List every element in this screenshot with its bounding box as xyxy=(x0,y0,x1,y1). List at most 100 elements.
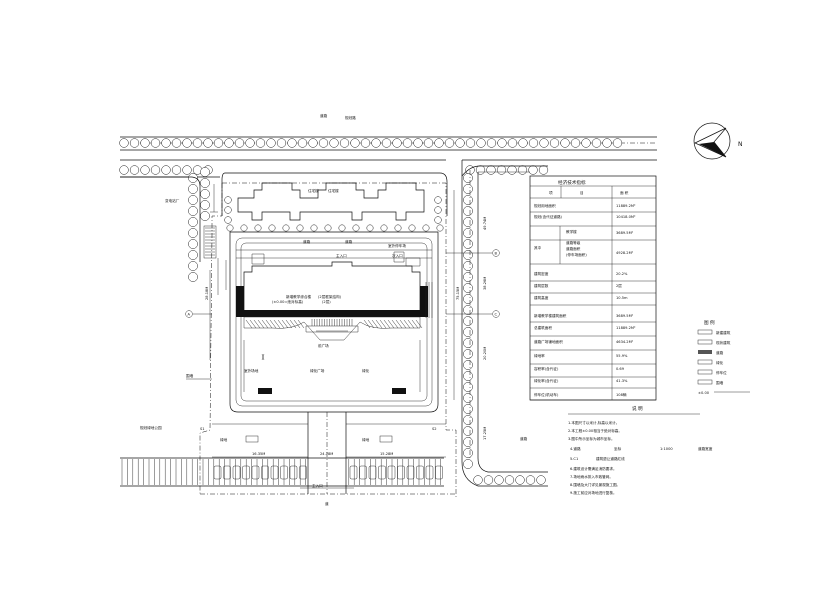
hatch-line xyxy=(265,319,273,329)
tree xyxy=(318,138,329,148)
parking-stalls xyxy=(121,459,443,485)
dimension-lines: 28.18M 75.15M 38.26M 20.20M 49.74M 17.25… xyxy=(205,190,487,440)
tree xyxy=(254,224,262,232)
svg-text:主入口: 主入口 xyxy=(336,253,347,258)
hatch-line xyxy=(277,319,285,329)
tree xyxy=(192,138,203,148)
table-value: 55.9% xyxy=(616,354,628,358)
tree xyxy=(463,404,473,414)
tree xyxy=(494,475,504,485)
tree xyxy=(224,196,232,204)
tree xyxy=(602,138,612,148)
hatch-line xyxy=(269,319,277,329)
tree xyxy=(463,184,473,194)
parked-car xyxy=(242,465,250,480)
tree xyxy=(463,360,473,370)
hatch-line xyxy=(285,319,293,329)
tree xyxy=(188,261,198,271)
tree xyxy=(140,165,150,175)
svg-text:3.图中所示坐标为城市坐标。: 3.图中所示坐标为城市坐标。 xyxy=(568,436,615,441)
svg-text:停车位: 停车位 xyxy=(716,370,727,375)
svg-text:A: A xyxy=(188,312,191,316)
tree xyxy=(413,138,423,148)
tree xyxy=(525,475,536,485)
svg-text:道路广场铺地面积: 道路广场铺地面积 xyxy=(534,339,563,344)
parked-car xyxy=(387,465,396,480)
dim-s1: 16.35M xyxy=(252,452,265,456)
svg-text:室外场地: 室外场地 xyxy=(244,368,259,373)
svg-text:C: C xyxy=(495,312,498,316)
svg-text:室外停车场: 室外停车场 xyxy=(388,243,406,248)
svg-text:新增教学综合楼: 新增教学综合楼 xyxy=(286,294,312,299)
tree xyxy=(473,475,483,485)
main-building: 新增教学综合楼 (2层框架结构) (±0.00=绝对标高) (2层) xyxy=(236,251,428,317)
svg-text:规划绿地公园: 规划绿地公园 xyxy=(140,425,162,430)
gate-label: 主入口 xyxy=(312,483,323,488)
tree xyxy=(224,138,234,148)
tree xyxy=(517,165,528,175)
tree xyxy=(224,216,232,224)
svg-text:绿地: 绿地 xyxy=(362,437,370,442)
tree xyxy=(463,173,473,183)
economic-indicators-table: 经济技术指标 项 目 面 积 规划用地面积 规划(含代征道路) 其中 教学楼 道… xyxy=(529,175,657,401)
hatch-line xyxy=(367,319,375,329)
tree xyxy=(423,138,434,148)
tree xyxy=(182,138,192,148)
svg-text:围墙: 围墙 xyxy=(186,373,194,378)
tree xyxy=(463,338,473,348)
svg-text:规划(含代征道路): 规划(含代征道路) xyxy=(534,214,563,219)
tree xyxy=(392,138,402,148)
hatch-line xyxy=(411,319,419,329)
svg-text:建筑密度: 建筑密度 xyxy=(534,271,549,276)
svg-text:现状建筑: 现状建筑 xyxy=(716,340,731,345)
table-value: 108辆 xyxy=(616,392,627,397)
hatch-line xyxy=(415,319,423,329)
tree xyxy=(296,224,304,232)
tree xyxy=(366,224,374,232)
tree xyxy=(591,138,602,148)
parked-car xyxy=(289,465,298,480)
svg-text:规划用地面积: 规划用地面积 xyxy=(534,203,556,208)
dim-west: 28.18M xyxy=(205,287,209,300)
svg-text:经济技术指标: 经济技术指标 xyxy=(558,179,586,186)
north-arrow: N xyxy=(693,122,743,160)
tree xyxy=(528,165,538,175)
tree xyxy=(245,138,255,148)
tree xyxy=(463,349,473,359)
svg-text:绿化广场: 绿化广场 xyxy=(310,368,325,373)
tree xyxy=(504,475,515,485)
tree xyxy=(226,224,234,232)
tree xyxy=(465,138,476,148)
tree xyxy=(129,165,140,175)
svg-text:坐标: 坐标 xyxy=(614,446,622,451)
dim-s2: 15.28M xyxy=(380,452,393,456)
tree xyxy=(475,165,486,175)
parked-car xyxy=(359,465,367,480)
table-value: 10418.0M² xyxy=(616,215,636,219)
hatch-line xyxy=(253,319,261,329)
tree xyxy=(463,426,473,436)
svg-text:住宅楼: 住宅楼 xyxy=(328,188,339,193)
tree xyxy=(422,224,430,232)
svg-text:总建筑面积: 总建筑面积 xyxy=(534,325,552,330)
tree xyxy=(463,195,473,205)
hatch-line xyxy=(407,319,415,329)
svg-text:面 积: 面 积 xyxy=(620,190,629,195)
tree xyxy=(188,217,198,227)
existing-residential: 住宅楼 住宅楼 xyxy=(237,182,425,221)
svg-text:建筑高度: 建筑高度 xyxy=(534,295,549,300)
tree xyxy=(483,475,494,485)
tree xyxy=(150,138,161,148)
legend-title: 图 例 xyxy=(704,319,715,326)
tree xyxy=(463,382,473,392)
svg-text:S2: S2 xyxy=(432,427,437,431)
tree xyxy=(171,165,182,175)
street-trees xyxy=(119,138,623,485)
svg-text:住宅楼: 住宅楼 xyxy=(308,188,319,193)
tree xyxy=(394,224,402,232)
svg-text:9.施工前应对场地进行复核。: 9.施工前应对场地进行复核。 xyxy=(570,490,617,495)
svg-text:道路: 道路 xyxy=(716,350,724,355)
tree xyxy=(360,138,371,148)
svg-text:7.场地雨水排入市政管网。: 7.场地雨水排入市政管网。 xyxy=(570,474,613,479)
tree xyxy=(507,165,517,175)
